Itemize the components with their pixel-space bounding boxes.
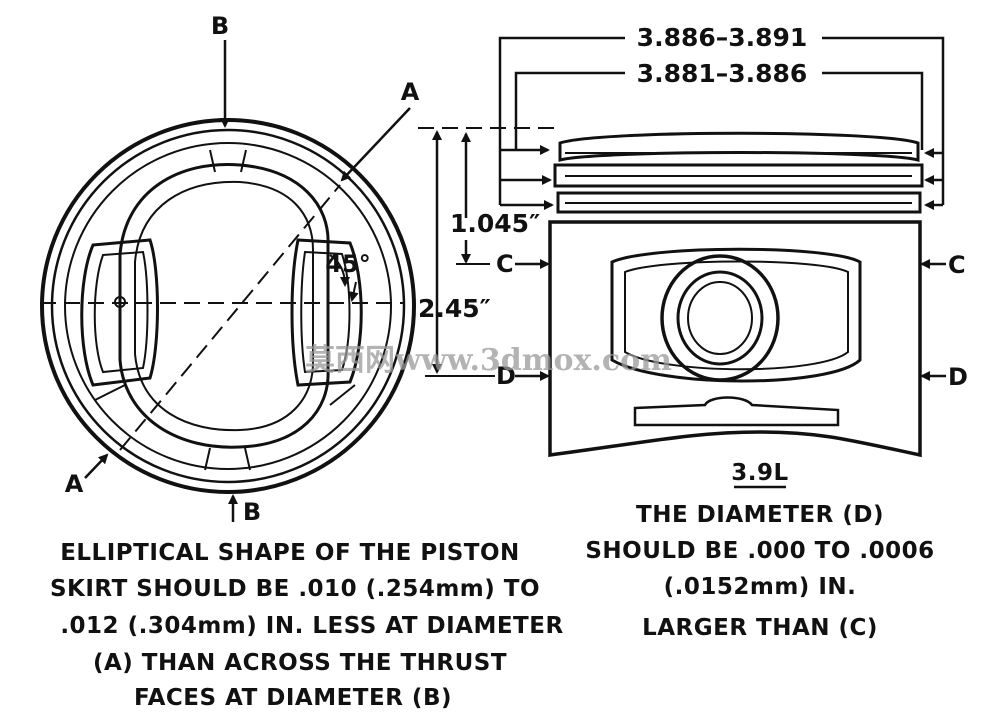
label-a-top: A xyxy=(401,78,420,106)
dimension-ring-top: 3.886–3.891 xyxy=(637,23,808,52)
engine-caption: 3.9L THE DIAMETER (D) SHOULD BE .000 TO … xyxy=(585,460,934,641)
dimension-height-long: 2.45″ xyxy=(418,294,491,323)
side-view-labels: 3.886–3.891 3.881–3.886 1.045″ 2.45″ C C… xyxy=(418,23,968,391)
right-caption-line-2: SHOULD BE .000 TO .0006 xyxy=(585,538,934,564)
right-caption-line-4: LARGER THAN (C) xyxy=(642,615,878,641)
engine-label: 3.9L xyxy=(731,460,788,486)
dimension-height-short: 1.045″ xyxy=(450,209,540,238)
angle-label: 45° xyxy=(325,250,370,278)
watermark: 莫西网www.3dmox.com xyxy=(305,343,672,378)
right-caption-line-1: THE DIAMETER (D) xyxy=(636,502,884,528)
left-caption-line-1: ELLIPTICAL SHAPE OF THE PISTON xyxy=(60,540,520,566)
label-b-top: B xyxy=(211,12,229,40)
piston-top-view xyxy=(40,40,416,522)
label-d-left: D xyxy=(496,362,516,390)
top-view-labels: B A A B 45° xyxy=(65,12,420,526)
right-caption-line-3: (.0152mm) IN. xyxy=(664,574,857,600)
piston-side-view xyxy=(418,36,946,458)
label-c-right: C xyxy=(948,251,966,279)
label-a-bottom: A xyxy=(65,470,84,498)
label-b-bottom: B xyxy=(243,498,261,526)
left-caption-line-5: FACES AT DIAMETER (B) xyxy=(134,685,452,711)
label-d-right: D xyxy=(948,363,968,391)
left-caption-line-2: SKIRT SHOULD BE .010 (.254mm) TO xyxy=(50,576,540,602)
ellipse-caption: ELLIPTICAL SHAPE OF THE PISTON SKIRT SHO… xyxy=(50,540,563,711)
label-c-left: C xyxy=(496,250,514,278)
dimension-ring-bottom: 3.881–3.886 xyxy=(637,59,808,88)
left-caption-line-3: .012 (.304mm) IN. LESS AT DIAMETER xyxy=(60,613,563,639)
left-caption-line-4: (A) THAN ACROSS THE THRUST xyxy=(93,650,507,676)
